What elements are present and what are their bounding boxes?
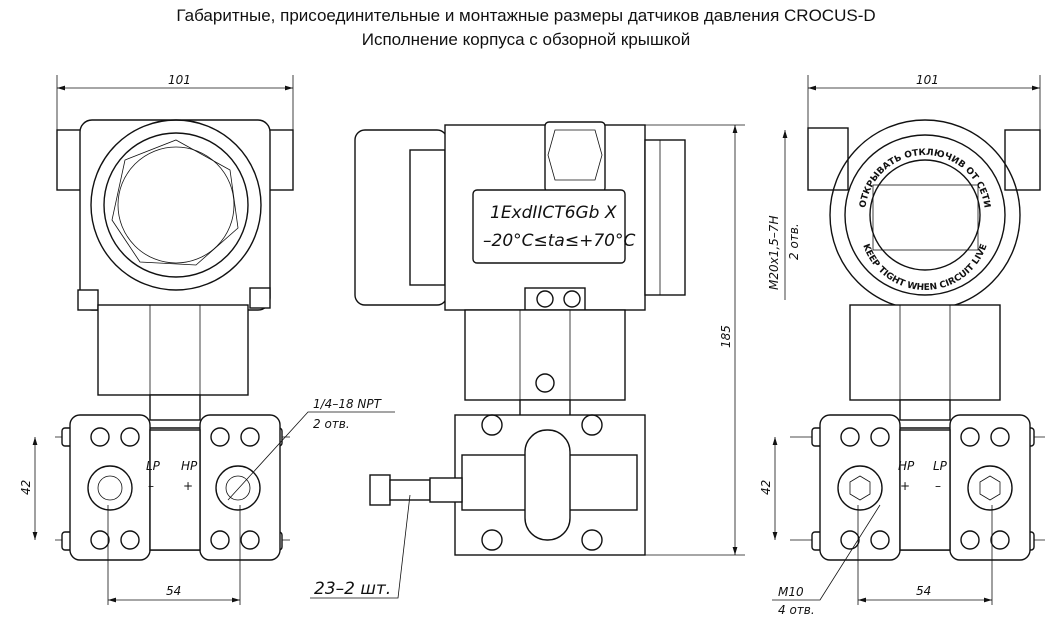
port-count-label: 2 отв. <box>313 417 350 431</box>
drawing-title: Габаритные, присоединительные и монтажны… <box>176 6 876 25</box>
cover-text-top: ОТКРЫВАТЬ ОТКЛЮЧИВ ОТ СЕТИ <box>858 148 991 209</box>
right-minus-sign: – <box>935 479 941 493</box>
left-spacing-dim: 54 <box>166 584 181 598</box>
right-width-dim: 101 <box>916 73 939 87</box>
middle-view: 1ExdIICT6Gb X –20°C≤ta≤+70°C 23–2 шт. 18… <box>310 121 745 599</box>
cable-thread-label: M20x1,5–7H <box>767 216 781 290</box>
ex-marking-line2: –20°C≤ta≤+70°C <box>483 231 635 251</box>
left-plus-sign: + <box>183 479 193 493</box>
cable-count-label: 2 отв. <box>787 223 801 260</box>
ex-marking-line1: 1ExdIICT6Gb X <box>490 203 617 223</box>
left-view: 101 LP HP – + 1/4–1 <box>19 73 395 605</box>
left-width-dim: 101 <box>168 73 191 87</box>
valve-note-label: 23–2 шт. <box>314 579 391 599</box>
drawing-subtitle: Исполнение корпуса с обзорной крышкой <box>361 30 691 49</box>
right-plus-sign: + <box>900 479 910 493</box>
left-lp-label: LP <box>146 459 161 473</box>
port-thread-label: 1/4–18 NPT <box>313 397 383 411</box>
right-hp-label: HP <box>898 459 915 473</box>
right-lp-label: LP <box>933 459 948 473</box>
bolt-count-label: 4 отв. <box>778 603 815 617</box>
bolt-thread-label: M10 <box>778 585 804 599</box>
left-height-dim: 42 <box>19 480 33 495</box>
middle-height-dim: 185 <box>719 325 733 348</box>
right-view: 101 ОТКРЫВАТЬ ОТКЛЮЧИВ ОТ СЕТИ KEEP TIGH… <box>759 73 1045 617</box>
right-spacing-dim: 54 <box>916 584 931 598</box>
right-height-dim: 42 <box>759 480 773 495</box>
left-hp-label: HP <box>181 459 198 473</box>
left-minus-sign: – <box>148 479 154 493</box>
